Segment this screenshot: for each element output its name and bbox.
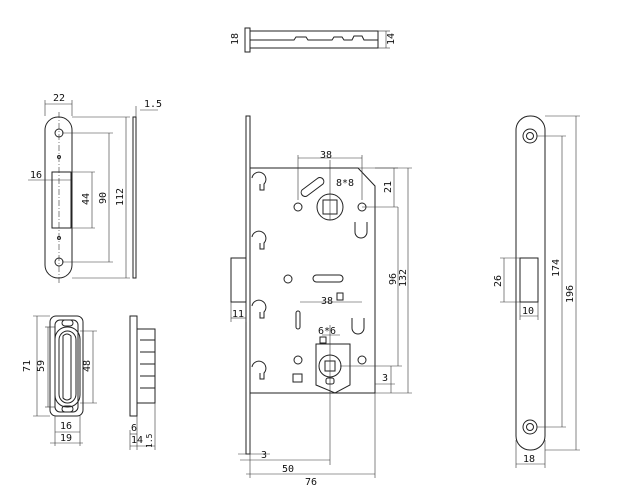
faceplate-screw-bottom <box>522 419 538 435</box>
keeper-box: 71 59 48 16 19 6 14 1.5 <box>22 315 156 450</box>
dim-strike-opening: 16 <box>30 170 42 181</box>
lock-case <box>249 167 376 394</box>
dim-latch-offset: 11 <box>232 309 244 320</box>
dim-keeper-depth-c: 1.5 <box>145 433 154 448</box>
dim-keeper-depth-a: 6 <box>131 423 137 434</box>
lock-faceplate-edge <box>245 115 251 455</box>
lever-slot <box>300 177 325 197</box>
dim-body-width: 76 <box>305 477 317 488</box>
strike-plate-opening <box>51 171 72 229</box>
cylinder-housing <box>315 343 351 394</box>
dim-center-distance: 96 <box>388 273 399 285</box>
keeper-side-plate <box>129 315 138 417</box>
dim-keeper-depth-b: 14 <box>131 435 143 446</box>
dim-backset: 50 <box>282 464 294 475</box>
screw-hole-middle <box>283 274 293 284</box>
keeper-cavity <box>54 326 81 408</box>
dim-strike-length: 112 <box>115 188 126 206</box>
dim-lock-top-offset: 21 <box>383 181 394 193</box>
dim-strike-width: 22 <box>53 93 65 104</box>
dim-lock-top-width: 38 <box>320 150 332 161</box>
dim-faceplate-latch-width: 10 <box>522 306 534 317</box>
case-tab-4 <box>251 360 267 380</box>
strike-plate-side <box>132 116 137 279</box>
dim-keeper-inner-width: 16 <box>60 421 72 432</box>
lock-body: 38 21 8*8 96 132 11 38 6*6 3 3 50 76 <box>230 115 412 488</box>
dim-bottom-offset: 3 <box>382 373 388 384</box>
top-right-cutout <box>354 222 368 239</box>
top-view-slots <box>250 35 378 41</box>
faceplate-latch-opening <box>519 257 539 303</box>
dim-keeper-outer-width: 19 <box>60 433 72 444</box>
faceplate-screw-top <box>522 128 538 144</box>
middle-marker <box>336 292 344 301</box>
dim-handle-square: 8*8 <box>336 178 354 189</box>
dim-strike-thickness: 1.5 <box>144 99 162 110</box>
dim-strike-opening-height: 44 <box>81 193 92 205</box>
dim-keeper-inner-height: 59 <box>36 360 47 372</box>
dim-key-square: 6*6 <box>318 326 336 337</box>
case-tab-1 <box>251 171 267 191</box>
top-view: 18 14 <box>230 27 397 53</box>
dim-keeper-outer-height: 71 <box>22 360 33 372</box>
screw-hole-lower <box>293 355 303 365</box>
strike-plate-outline <box>44 116 73 279</box>
middle-slot <box>312 274 344 283</box>
dim-case-height: 132 <box>398 269 409 287</box>
dim-top-height-right: 14 <box>386 33 397 45</box>
dim-top-height-left: 18 <box>230 33 241 45</box>
dim-faceplate-width: 18 <box>523 454 535 465</box>
dim-faceplate-hole-spacing: 174 <box>551 259 562 277</box>
latch-bolt <box>230 257 247 303</box>
faceplate-outline <box>515 115 546 451</box>
dim-keeper-cavity-height: 48 <box>82 360 93 372</box>
dim-faceplate-length: 196 <box>565 285 576 303</box>
dim-faceplate-thickness: 3 <box>261 450 267 461</box>
keeper-outer <box>49 315 84 417</box>
top-view-flange <box>244 27 251 53</box>
keeper-side-box <box>136 328 156 404</box>
dim-strike-hole-spacing: 90 <box>98 192 109 204</box>
case-tab-3 <box>251 299 267 319</box>
dim-faceplate-latch-height: 26 <box>493 275 504 287</box>
faceplate: 26 10 174 196 18 <box>493 115 580 468</box>
case-tab-2 <box>251 230 267 250</box>
dim-mid-width: 38 <box>321 296 333 307</box>
screw-hole-left <box>293 202 303 212</box>
strike-plate: 22 1.5 16 44 90 112 <box>28 93 162 284</box>
